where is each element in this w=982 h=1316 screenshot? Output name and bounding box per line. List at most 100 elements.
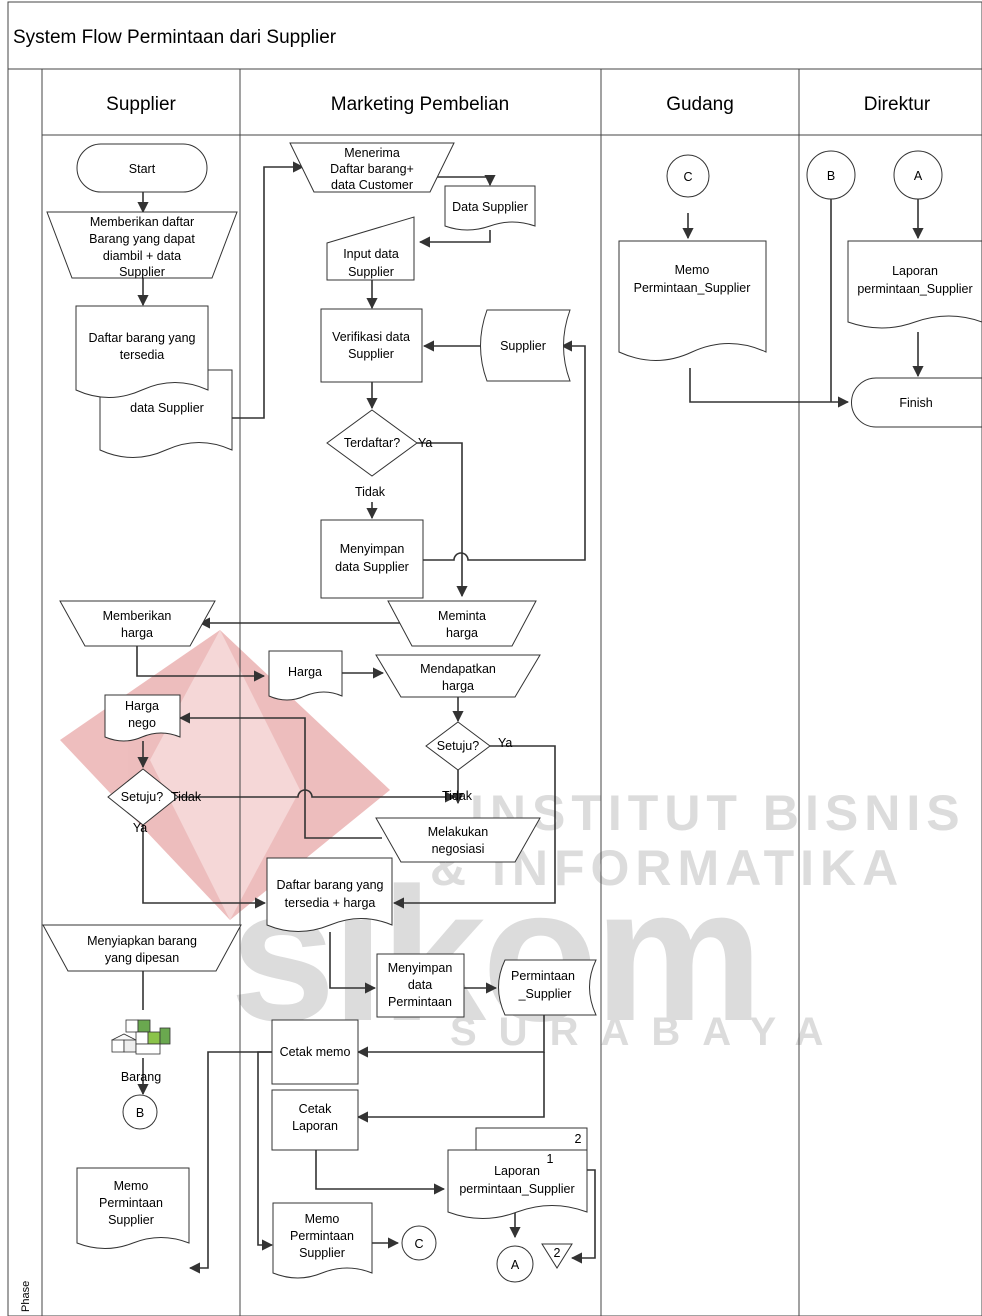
laporan-copy-2-tab — [475, 1127, 588, 1151]
terdaftar-ya-label: Ya — [418, 436, 432, 450]
mendapatkan-harga-label-2: harga — [442, 679, 474, 693]
setuju-mp-ya-label: Ya — [498, 736, 512, 750]
daftar-barang-label-1: Daftar barang yang — [88, 331, 195, 345]
memo-mp-label-3: Supplier — [299, 1246, 345, 1260]
flow-connectors — [136, 161, 924, 1274]
harga-doc-label: Harga — [288, 665, 322, 679]
daftar-harga-document — [266, 857, 393, 932]
lane-direktur-header: Direktur — [864, 94, 931, 115]
melakukan-negosiasi-manual-op — [375, 817, 541, 863]
direktur-laporan-label-2: permintaan_Supplier — [857, 282, 972, 296]
direktur-laporan-document — [847, 240, 982, 329]
diagram-frame — [7, 1, 982, 1316]
harga-nego-document — [104, 694, 181, 742]
diagram-title: System Flow Permintaan dari Supplier — [13, 27, 337, 48]
memberikan-daftar-label-4: Supplier — [119, 265, 165, 279]
setuju-s-decision — [107, 768, 179, 826]
input-data-label-2: Supplier — [348, 265, 394, 279]
setuju-mp-decision — [425, 721, 491, 771]
harga-nego-label-1: Harga — [125, 699, 159, 713]
menyiapkan-manual-op — [42, 924, 242, 972]
start-terminator — [76, 143, 208, 193]
verifikasi-label-2: Supplier — [348, 347, 394, 361]
daftar-barang-label-2: tersedia — [120, 348, 165, 362]
daftar-harga-label-2: tersedia + harga — [285, 896, 376, 910]
menyimpan-permintaan-label-1: Menyimpan — [388, 961, 453, 975]
permintaan-store-label-1: Permintaan — [511, 969, 575, 983]
cetak-memo-label: Cetak memo — [280, 1045, 351, 1059]
menyimpan-supplier-process — [320, 519, 424, 599]
data-supplier-doc-label: data Supplier — [130, 401, 204, 415]
setuju-mp-label: Setuju? — [437, 739, 479, 753]
memberikan-daftar-label-1: Memberikan daftar — [90, 215, 194, 229]
lane-supplier-header: Supplier — [106, 94, 176, 115]
harga-nego-label-2: nego — [128, 716, 156, 730]
supplier-stored-data — [480, 309, 571, 382]
offpage-2-label: 2 — [554, 1246, 561, 1260]
menerima-label-3: data Customer — [331, 178, 413, 192]
laporan-mp-document — [447, 1149, 588, 1219]
menyimpan-permintaan-label-3: Permintaan — [388, 995, 452, 1009]
connector-b-supplier — [122, 1094, 158, 1130]
cetak-memo-process — [271, 1019, 359, 1085]
connector-a-direktur-label: A — [914, 169, 923, 183]
gudang-memo-label-1: Memo — [675, 263, 710, 277]
data-supplier-box-document — [444, 185, 536, 231]
permintaan-store-label-2: _Supplier — [518, 987, 572, 1001]
gudang-memo-document — [618, 240, 767, 361]
connector-b-direktur — [806, 150, 856, 200]
meminta-harga-label-1: Meminta — [438, 609, 486, 623]
menerima-label-2: Daftar barang+ — [330, 162, 414, 176]
memo-mp-document — [272, 1202, 373, 1279]
gudang-memo-label-2: Permintaan_Supplier — [634, 281, 751, 295]
setuju-s-tidak-label: Tidak — [171, 790, 202, 804]
connector-a-marketing — [496, 1245, 534, 1283]
offpage-2-marker — [541, 1243, 573, 1269]
lane-marketing-header: Marketing Pembelian — [331, 94, 509, 115]
laporan-copy-2-label: 2 — [575, 1132, 582, 1146]
menerima-manual-op — [289, 142, 455, 193]
memo-supplier-label-2: Permintaan — [99, 1196, 163, 1210]
laporan-copy-1-label: 1 — [547, 1152, 554, 1166]
menyimpan-supplier-label-1: Menyimpan — [340, 542, 405, 556]
phase-label: Phase — [20, 1281, 32, 1312]
setuju-s-label: Setuju? — [121, 790, 163, 804]
memo-supplier-document — [76, 1167, 190, 1249]
start-label: Start — [129, 162, 156, 176]
watermark-city: SURABAYA — [450, 1010, 845, 1054]
mendapatkan-harga-label-1: Mendapatkan — [420, 662, 496, 676]
menyiapkan-label-2: yang dipesan — [105, 951, 179, 965]
memo-supplier-label-1: Memo — [114, 1179, 149, 1193]
harga-document — [268, 650, 343, 701]
cetak-laporan-process — [271, 1089, 359, 1151]
connector-b-direktur-label: B — [827, 169, 835, 183]
laporan-mp-label-1: Laporan — [494, 1164, 540, 1178]
permintaan-stored-data — [498, 959, 597, 1016]
input-data-label-1: Input data — [343, 247, 399, 261]
memberikan-harga-label-2: harga — [121, 626, 153, 640]
watermark-line1: INSTITUT BISNIS — [470, 785, 966, 841]
connector-c-marketing-label: C — [414, 1237, 423, 1251]
connector-a-direktur — [893, 150, 943, 200]
setuju-s-ya-label: Ya — [133, 821, 147, 835]
connector-c-gudang-label: C — [683, 170, 692, 184]
finish-terminator — [851, 377, 982, 428]
meminta-harga-label-2: harga — [446, 626, 478, 640]
input-data-manual-input — [326, 216, 415, 281]
melakukan-negosiasi-label-1: Melakukan — [428, 825, 488, 839]
memo-mp-label-2: Permintaan — [290, 1229, 354, 1243]
memberikan-harga-manual-op — [59, 600, 216, 647]
connector-c-gudang — [666, 154, 710, 198]
terdaftar-decision — [326, 409, 418, 477]
connector-c-marketing — [401, 1225, 437, 1261]
verifikasi-process — [320, 308, 423, 383]
cetak-laporan-label-1: Cetak — [299, 1102, 332, 1116]
setuju-mp-tidak-label: Tidak — [442, 789, 473, 803]
memberikan-harga-label-1: Memberikan — [103, 609, 172, 623]
memo-mp-label-1: Memo — [305, 1212, 340, 1226]
meminta-harga-manual-op — [387, 600, 537, 647]
connector-a-marketing-label: A — [511, 1258, 520, 1272]
menyimpan-permintaan-process — [376, 953, 465, 1018]
menyimpan-permintaan-label-2: data — [408, 978, 432, 992]
